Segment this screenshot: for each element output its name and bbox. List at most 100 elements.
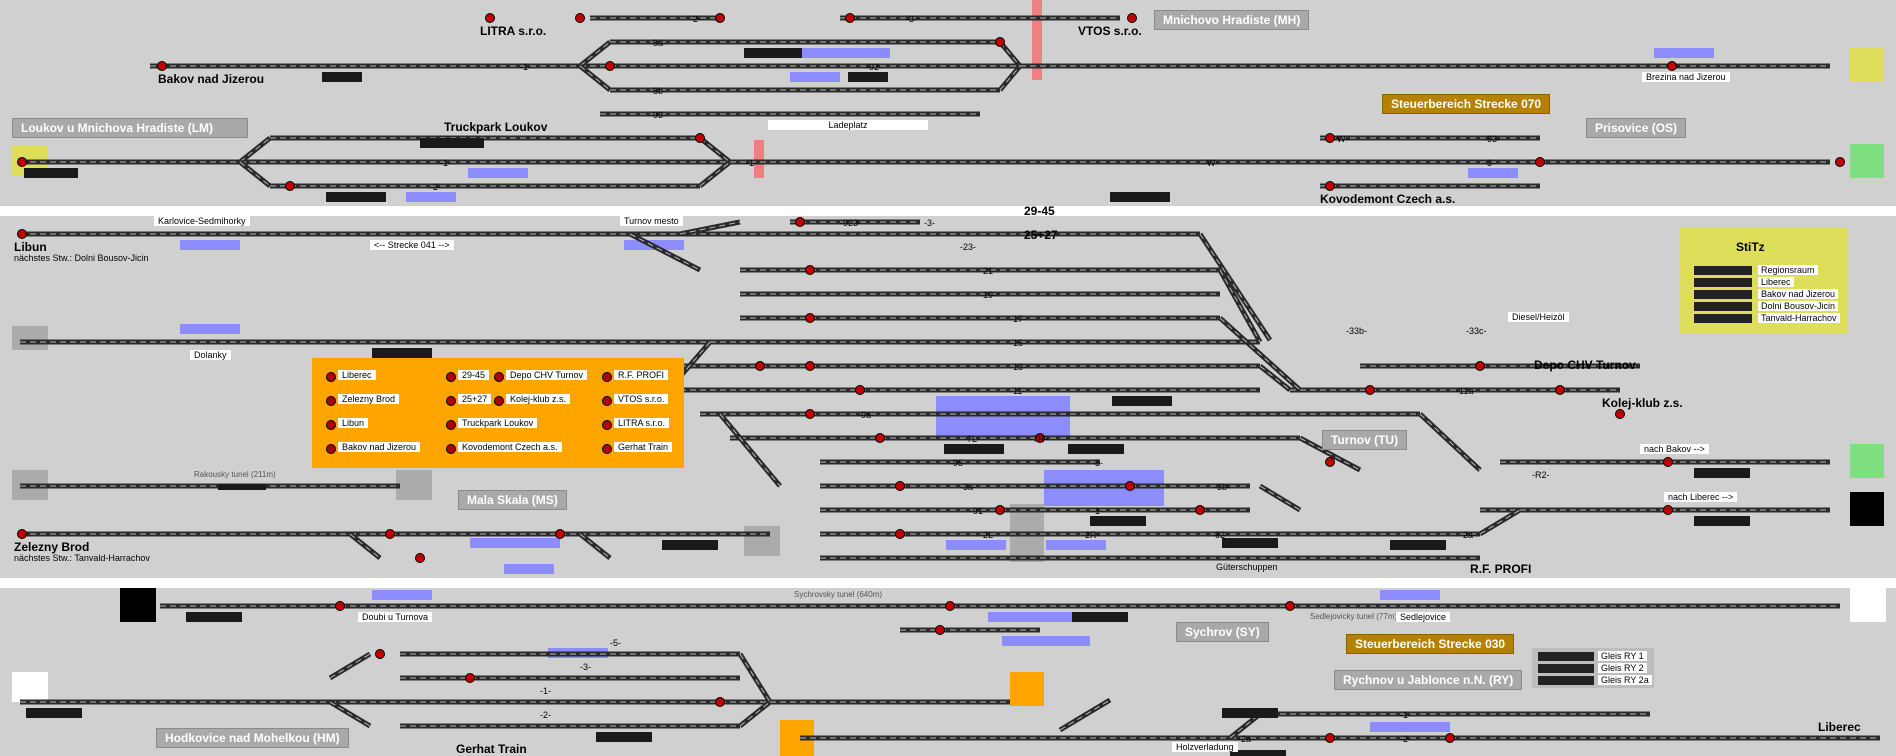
- signal-icon[interactable]: [1475, 361, 1485, 371]
- stitz-row[interactable]: Dolni Bousov-Jicin: [1758, 301, 1839, 311]
- signal-icon[interactable]: [335, 601, 345, 611]
- legend-item[interactable]: Depo CHV Turnov: [506, 370, 588, 380]
- control-box-strecke-030[interactable]: Steuerbereich Strecke 030: [1346, 634, 1515, 654]
- gleis-row[interactable]: Gleis RY 1: [1598, 651, 1647, 661]
- stitz-row[interactable]: Tanvald-Harrachov: [1758, 313, 1840, 323]
- signal-icon[interactable]: [17, 529, 27, 539]
- signal-icon[interactable]: [805, 361, 815, 371]
- signal-icon[interactable]: [157, 61, 167, 71]
- legend-item[interactable]: R.F. PROFI: [614, 370, 669, 380]
- track-number-label: -2a-: [1238, 734, 1254, 744]
- signal-icon[interactable]: [17, 157, 27, 167]
- legend-item[interactable]: Zelezny Brod: [338, 394, 400, 404]
- signal-icon[interactable]: [555, 529, 565, 539]
- signal-icon[interactable]: [1615, 409, 1625, 419]
- legend-item[interactable]: VTOS s.r.o.: [614, 394, 669, 404]
- signal-icon[interactable]: [605, 61, 615, 71]
- signal-icon[interactable]: [1325, 181, 1335, 191]
- signal-icon[interactable]: [1285, 601, 1295, 611]
- legend-item[interactable]: 25+27: [458, 394, 492, 404]
- signal-icon[interactable]: [1325, 133, 1335, 143]
- station-box-loukov[interactable]: Loukov u Mnichova Hradiste (LM): [12, 118, 248, 138]
- signal-icon[interactable]: [1325, 457, 1335, 467]
- station-box-prisovice[interactable]: Prisovice (OS): [1586, 118, 1687, 138]
- signal-icon[interactable]: [795, 217, 805, 227]
- signal-icon[interactable]: [485, 13, 495, 23]
- signal-icon[interactable]: [1195, 505, 1205, 515]
- signal-icon[interactable]: [1667, 61, 1677, 71]
- signal-icon[interactable]: [805, 409, 815, 419]
- signal-icon[interactable]: [415, 553, 425, 563]
- signal-icon[interactable]: [755, 361, 765, 371]
- signal-icon[interactable]: [895, 529, 905, 539]
- signal-icon[interactable]: [875, 433, 885, 443]
- stitz-counter: [1694, 302, 1752, 311]
- signal-icon[interactable]: [855, 385, 865, 395]
- legend-item[interactable]: Bakov nad Jizerou: [338, 442, 421, 452]
- legend-item[interactable]: Liberec: [338, 370, 376, 380]
- signal-icon[interactable]: [995, 505, 1005, 515]
- signal-icon[interactable]: [285, 181, 295, 191]
- legend-item[interactable]: Gerhat Train: [614, 442, 673, 452]
- signal-icon[interactable]: [715, 13, 725, 23]
- station-box-sychrov[interactable]: Sychrov (SY): [1176, 622, 1269, 642]
- signal-icon[interactable]: [375, 649, 385, 659]
- legend-item[interactable]: Libun: [338, 418, 369, 428]
- track-segment-inner: [999, 65, 1021, 91]
- signal-icon[interactable]: [17, 229, 27, 239]
- legend-signal-icon: [494, 396, 504, 406]
- station-box-turnov[interactable]: Turnov (TU): [1322, 430, 1408, 450]
- station-box-hodkovice[interactable]: Hodkovice nad Mohelkou (HM): [156, 728, 349, 748]
- signal-icon[interactable]: [1125, 481, 1135, 491]
- station-box-rychnov[interactable]: Rychnov u Jablonce n.N. (RY): [1334, 670, 1523, 690]
- legend-item[interactable]: LITRA s.r.o.: [614, 418, 670, 428]
- signal-icon[interactable]: [695, 133, 705, 143]
- control-box-strecke-070[interactable]: Steuerbereich Strecke 070: [1382, 94, 1551, 114]
- signal-icon[interactable]: [895, 481, 905, 491]
- signal-icon[interactable]: [935, 625, 945, 635]
- stitz-row[interactable]: Regionsraum: [1758, 265, 1818, 275]
- gleis-row[interactable]: Gleis RY 2a: [1598, 675, 1652, 685]
- signal-icon[interactable]: [845, 13, 855, 23]
- signal-icon[interactable]: [1535, 157, 1545, 167]
- signal-icon[interactable]: [1035, 433, 1045, 443]
- signal-icon[interactable]: [945, 601, 955, 611]
- signal-icon[interactable]: [1127, 13, 1137, 23]
- block-counter: [1694, 468, 1750, 478]
- signal-icon[interactable]: [1325, 733, 1335, 743]
- station-box-mnichovo[interactable]: Mnichovo Hradiste (MH): [1154, 10, 1310, 30]
- label-nach-liberec: nach Liberec -->: [1664, 492, 1738, 502]
- signal-icon[interactable]: [1555, 385, 1565, 395]
- stitz-row[interactable]: Liberec: [1758, 277, 1794, 287]
- block-counter: [1222, 538, 1278, 548]
- signal-icon[interactable]: [1663, 457, 1673, 467]
- signal-icon[interactable]: [1445, 733, 1455, 743]
- label-libun-next: nächstes Stw.: Dolni Bousov-Jicin: [14, 253, 149, 263]
- signal-icon[interactable]: [1835, 157, 1845, 167]
- signal-icon[interactable]: [465, 673, 475, 683]
- legend-signal-icon: [446, 396, 456, 406]
- station-box-mala-skala[interactable]: Mala Skala (MS): [458, 490, 567, 510]
- stitz-row[interactable]: Bakov nad Jizerou: [1758, 289, 1839, 299]
- block-counter: [1694, 516, 1750, 526]
- legend-item[interactable]: Truckpark Loukov: [458, 418, 538, 428]
- gleis-row[interactable]: Gleis RY 2: [1598, 663, 1647, 673]
- signal-icon[interactable]: [1663, 505, 1673, 515]
- occupied-block: [1370, 722, 1450, 732]
- track-number-label: -91-: [970, 506, 986, 516]
- legend-item[interactable]: Kovodemont Czech a.s.: [458, 442, 562, 452]
- legend-signal-icon: [326, 420, 336, 430]
- legend-item[interactable]: 29-45: [458, 370, 490, 380]
- signal-icon[interactable]: [1365, 385, 1375, 395]
- signal-icon[interactable]: [995, 37, 1005, 47]
- signal-icon[interactable]: [385, 529, 395, 539]
- signal-icon[interactable]: [805, 313, 815, 323]
- legend-item[interactable]: Kolej-klub z.s.: [506, 394, 571, 404]
- signal-icon[interactable]: [715, 697, 725, 707]
- track-number-label: -7R-: [1030, 434, 1048, 444]
- track-number-label: -W-: [1334, 134, 1348, 144]
- signal-icon[interactable]: [805, 265, 815, 275]
- signal-icon[interactable]: [575, 13, 585, 23]
- track-number-label: -2L-: [980, 530, 996, 540]
